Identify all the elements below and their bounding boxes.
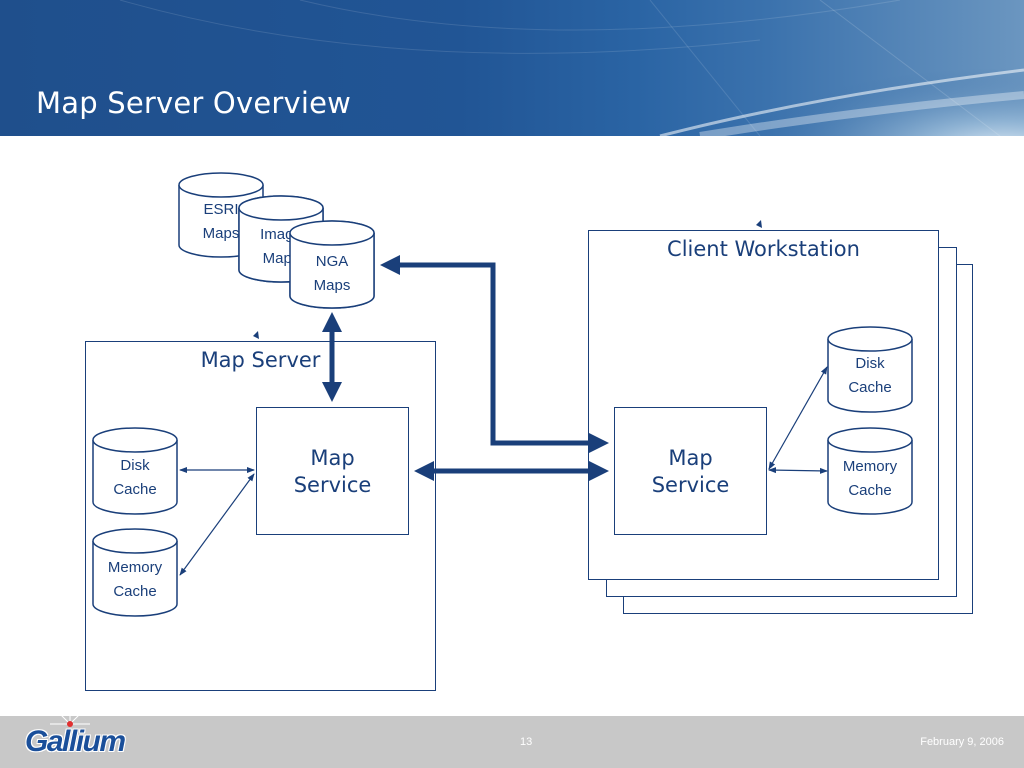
server-disk-cache-label: Disk Cache bbox=[93, 454, 177, 502]
slide-footer bbox=[0, 716, 1024, 768]
map-server-service-line2: Service bbox=[293, 473, 372, 497]
esri-maps-label: ESRI Maps bbox=[179, 198, 263, 246]
image-maps-line1: Image bbox=[260, 226, 302, 243]
server-memory-cache-line1: Memory bbox=[107, 559, 163, 576]
globe-graphic bbox=[119, 0, 1024, 136]
footer-date: February 9, 2006 bbox=[920, 736, 1004, 748]
nga-maps-line1: NGA bbox=[315, 253, 349, 270]
client-disk-cache-label: Disk Cache bbox=[828, 352, 912, 400]
client-workstation-label: Client Workstation bbox=[667, 237, 860, 261]
client-service-label: Map Service bbox=[614, 445, 767, 499]
map-server-service-line1: Map bbox=[310, 446, 355, 470]
client-disk-cache-line1: Disk bbox=[855, 355, 885, 372]
client-service-box bbox=[614, 407, 767, 535]
esri-maps-line1: ESRI bbox=[203, 201, 239, 218]
map-server-anchor-marker bbox=[253, 331, 259, 339]
server-memory-cache-label: Memory Cache bbox=[93, 556, 177, 604]
slide-title: Map Server Overview bbox=[36, 86, 352, 120]
server-memory-cache-line2: Cache bbox=[113, 583, 157, 600]
server-disk-cache-line1: Disk bbox=[120, 457, 150, 474]
gallium-logo: Gallium bbox=[25, 725, 126, 758]
nga-maps-line2: Maps bbox=[313, 277, 351, 294]
client-workstation-anchor-marker bbox=[756, 220, 762, 228]
page-number: 13 bbox=[520, 736, 533, 748]
server-disk-cache-line2: Cache bbox=[113, 481, 157, 498]
client-memory-cache-line1: Memory bbox=[842, 458, 898, 475]
client-memory-cache-label: Memory Cache bbox=[828, 455, 912, 503]
client-service-line1: Map bbox=[668, 446, 713, 470]
client-memory-cache-line2: Cache bbox=[848, 482, 892, 499]
starburst-icon bbox=[50, 702, 90, 727]
esri-maps-line2: Maps bbox=[202, 225, 240, 242]
slide-header: Map Server Overview bbox=[0, 0, 1024, 136]
client-service-line2: Service bbox=[651, 473, 730, 497]
client-disk-cache-line2: Cache bbox=[848, 379, 892, 396]
map-server-service-label: Map Service bbox=[256, 445, 409, 499]
map-server-label: Map Server bbox=[200, 348, 321, 372]
nga-maps-label: NGA Maps bbox=[290, 250, 374, 298]
